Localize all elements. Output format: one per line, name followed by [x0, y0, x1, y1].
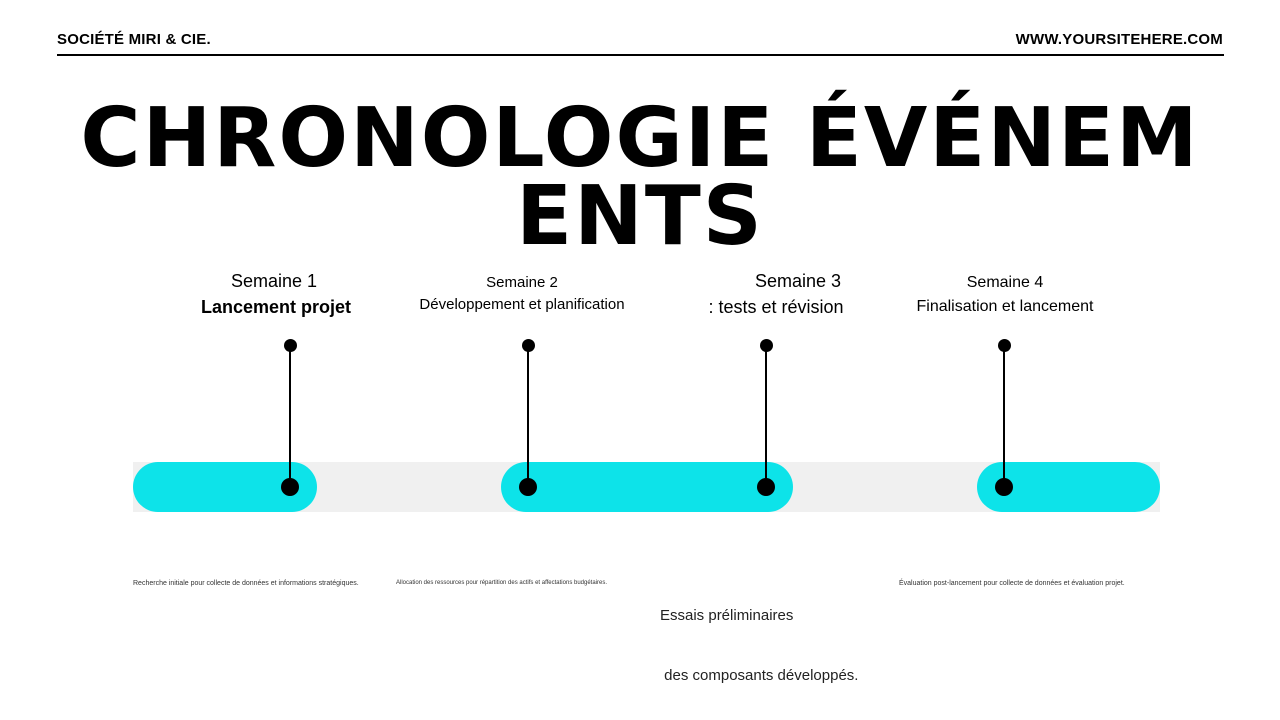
- page-title: CHRONOLOGIE ÉVÉNEMENTS: [80, 91, 1200, 264]
- milestone-dot-4: [995, 478, 1013, 496]
- week-subtitle: Développement et planification: [419, 296, 625, 313]
- milestone-top-dot-1: [284, 339, 297, 352]
- milestone-dot-2: [519, 478, 537, 496]
- week-3-heading: Semaine 3 : tests et révision: [626, 268, 926, 320]
- connector-line-1: [289, 345, 291, 487]
- website-link[interactable]: WWW.YOURSITEHERE.COM: [1015, 31, 1223, 48]
- milestone-top-dot-2: [522, 339, 535, 352]
- week-2-heading: Semaine 2 Développement et planification: [372, 272, 672, 316]
- week-3-description: Essais préliminaires des composants déve…: [660, 566, 858, 706]
- week-2-description: Allocation des ressources pour répartiti…: [396, 580, 608, 586]
- week-label: Semaine 1: [230, 271, 318, 291]
- header-divider: [57, 54, 1224, 56]
- milestone-top-dot-4: [998, 339, 1011, 352]
- description-line: des composants développés.: [660, 667, 859, 684]
- week-label: Semaine 2: [486, 274, 558, 291]
- connector-line-4: [1003, 345, 1005, 487]
- week-4-heading: Semaine 4 Finalisation et lancement: [855, 271, 1155, 319]
- week-label: Semaine 4: [966, 274, 1044, 291]
- connector-line-2: [527, 345, 529, 487]
- week-label: Semaine 3: [754, 271, 842, 291]
- week-subtitle: Finalisation et lancement: [916, 298, 1094, 315]
- connector-line-3: [765, 345, 767, 487]
- milestone-dot-1: [281, 478, 299, 496]
- company-name: SOCIÉTÉ MIRI & CIE.: [57, 31, 211, 48]
- milestone-dot-3: [757, 478, 775, 496]
- week-subtitle: Lancement projet: [200, 297, 352, 317]
- timeline-segment-2: [501, 462, 793, 512]
- week-4-description: Évaluation post-lancement pour collecte …: [899, 580, 1125, 587]
- week-1-heading: Semaine 1 Lancement projet: [124, 268, 424, 320]
- week-1-description: Recherche initiale pour collecte de donn…: [133, 580, 359, 587]
- week-subtitle: : tests et révision: [708, 297, 844, 317]
- description-line: Essais préliminaires: [660, 607, 794, 624]
- milestone-top-dot-3: [760, 339, 773, 352]
